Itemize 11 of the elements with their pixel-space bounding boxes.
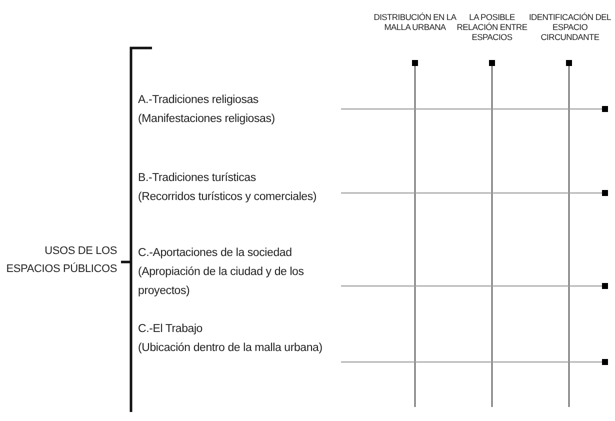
category-description: (Apropiación de la ciudad y de los proyectos) <box>138 265 305 299</box>
main-heading: USOS DE LOS ESPACIOS PÚBLICOS <box>5 244 117 277</box>
column-header: IDENTIFICACIÓN DEL ESPACIO CIRCUNDANTE <box>528 12 612 42</box>
category-description: (Recorridos turísticos y comerciales) <box>138 190 318 205</box>
column-header: LA POSIBLE RELACIÓN ENTRE ESPACIOS <box>456 12 528 42</box>
category-title: A.-Tradiciones religiosas <box>138 93 260 108</box>
category-title: C.-El Trabajo <box>138 322 204 337</box>
category-title: C.-Aportaciones de la sociedad <box>138 246 293 261</box>
category-description: (Manifestaciones religiosas) <box>138 112 276 127</box>
category-description: (Ubicación dentro de la malla urbana) <box>138 341 324 356</box>
category-title: B.-Tradiciones turísticas <box>138 171 257 186</box>
